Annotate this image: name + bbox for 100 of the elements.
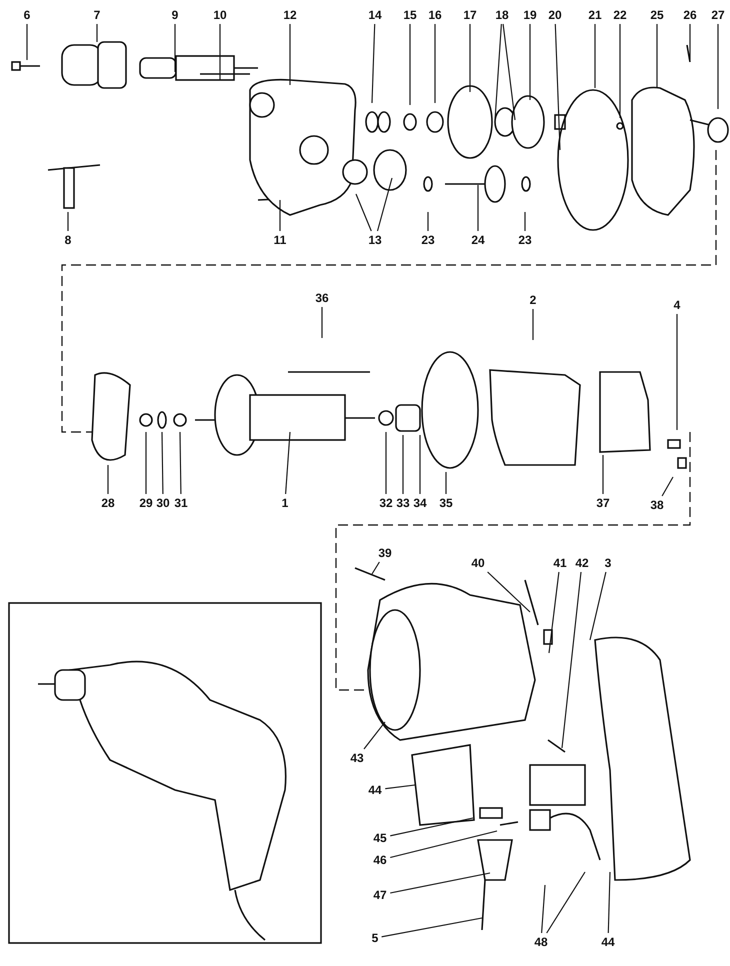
leader-line (289, 24, 291, 85)
leader-line (364, 722, 386, 750)
leader-line (524, 212, 526, 231)
callout-number: 11 (274, 233, 286, 247)
leader-line (96, 24, 98, 42)
leader-line (419, 435, 421, 494)
leader-line (602, 455, 604, 494)
callout-number: 19 (523, 8, 537, 22)
leader-line (676, 314, 678, 430)
callout-number: 29 (139, 496, 153, 510)
callout-number: 31 (174, 496, 188, 510)
callout-number: 35 (439, 496, 453, 510)
leader-line (107, 465, 109, 494)
leader-line (487, 572, 530, 612)
leader-line (372, 562, 380, 574)
leader-line (371, 24, 376, 104)
callout-number: 40 (471, 556, 485, 570)
leader-line (161, 432, 164, 494)
callout-number: 12 (283, 8, 297, 22)
leader-line (382, 917, 482, 938)
callout-number: 4 (674, 298, 680, 312)
callout-number: 17 (463, 8, 477, 22)
callout-number: 18 (495, 8, 509, 22)
callout-number: 25 (650, 8, 664, 22)
leader-line (594, 24, 596, 88)
callout-number: 14 (368, 8, 382, 22)
leader-line (477, 185, 479, 231)
callout-number: 28 (101, 496, 115, 510)
leader-line (409, 24, 411, 105)
leader-line (619, 24, 621, 118)
leader-line (445, 472, 447, 494)
leader-line (541, 884, 546, 934)
leader-line (689, 24, 691, 60)
callout-number: 10 (213, 8, 227, 22)
leader-line (179, 432, 182, 494)
leader-line (376, 178, 393, 232)
leader-line (385, 432, 387, 494)
leader-line (532, 309, 534, 340)
callout-number: 27 (711, 8, 725, 22)
callout-number: 13 (368, 233, 382, 247)
leader-line (589, 572, 606, 640)
callout-number: 23 (421, 233, 435, 247)
leader-line (390, 872, 490, 894)
callout-number: 32 (379, 496, 393, 510)
callout-number: 7 (94, 8, 100, 22)
callout-number: 16 (428, 8, 442, 22)
callout-number: 22 (613, 8, 627, 22)
callout-number: 45 (373, 831, 387, 845)
callout-number: 2 (530, 293, 536, 307)
leader-line (427, 212, 429, 231)
callout-number: 41 (553, 556, 567, 570)
leader-line (469, 24, 471, 92)
callout-number: 26 (683, 8, 697, 22)
leader-line (285, 432, 291, 494)
leader-line (434, 24, 436, 103)
leader-line (321, 307, 323, 338)
callout-number: 48 (534, 935, 548, 949)
leader-line (494, 24, 502, 120)
callout-number: 34 (413, 496, 427, 510)
leader-line (219, 24, 221, 80)
leader-line (656, 24, 658, 88)
leader-line (529, 24, 531, 100)
callout-number: 37 (596, 496, 610, 510)
leader-line (390, 817, 474, 836)
callout-number: 9 (172, 8, 178, 22)
callout-number: 5 (372, 931, 378, 945)
leader-line (174, 24, 176, 72)
callout-number: 33 (396, 496, 410, 510)
callout-number: 43 (350, 751, 364, 765)
leader-line (502, 24, 516, 120)
leader-line (546, 872, 586, 934)
callout-number: 30 (156, 496, 170, 510)
leader-line (662, 476, 674, 496)
leader-line (717, 24, 719, 109)
leader-line (279, 200, 281, 231)
callout-number: 39 (378, 546, 392, 560)
leader-line (67, 212, 69, 231)
callout-number: 6 (24, 8, 30, 22)
callout-number: 21 (588, 8, 602, 22)
leader-line (145, 432, 147, 494)
leader-line (26, 24, 28, 60)
leader-line (402, 435, 404, 494)
leader-line (608, 872, 611, 934)
callout-number: 47 (373, 888, 387, 902)
callout-number: 1 (282, 496, 288, 510)
callout-number: 46 (373, 853, 387, 867)
callout-number: 20 (548, 8, 562, 22)
callout-number: 24 (471, 233, 485, 247)
leader-line (561, 572, 582, 748)
callout-number: 15 (403, 8, 417, 22)
callout-number: 42 (575, 556, 589, 570)
leader-line (385, 784, 416, 790)
callout-number: 38 (650, 498, 664, 512)
callout-number: 36 (315, 291, 329, 305)
callout-number: 44 (601, 935, 615, 949)
callout-number: 8 (64, 233, 72, 247)
callout-number: 23 (518, 233, 532, 247)
leader-line (356, 194, 372, 232)
leader-line (390, 830, 498, 858)
leader-line (554, 24, 561, 150)
